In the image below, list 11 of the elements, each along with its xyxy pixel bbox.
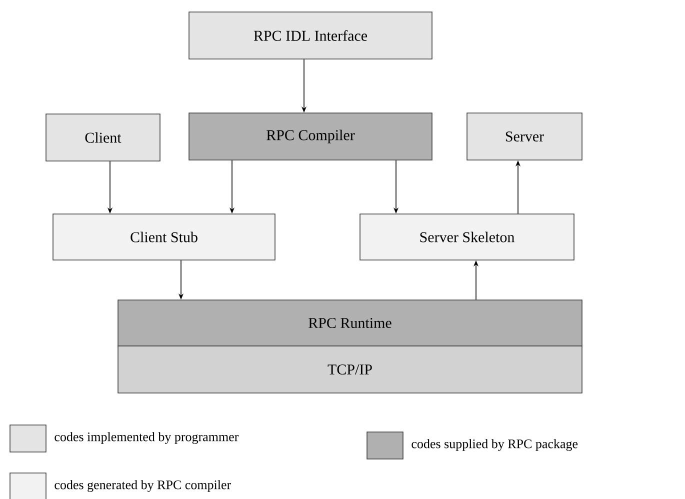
- legend-text: codes implemented by programmer: [54, 432, 239, 444]
- process-box: RPC IDL Interface: [188, 12, 432, 60]
- process-box: Server: [466, 112, 582, 160]
- process-box: Client Stub: [52, 214, 276, 260]
- process-box: Client: [46, 114, 160, 162]
- process-box: Server Skeleton: [360, 214, 574, 260]
- process-box: RPC Compiler: [188, 112, 432, 160]
- process-box: RPC Runtime: [118, 300, 582, 346]
- legend-text: codes generated by RPC compiler: [54, 480, 231, 492]
- process-box: TCP/IP: [118, 346, 582, 394]
- legend-text: codes supplied by RPC package: [412, 439, 578, 451]
